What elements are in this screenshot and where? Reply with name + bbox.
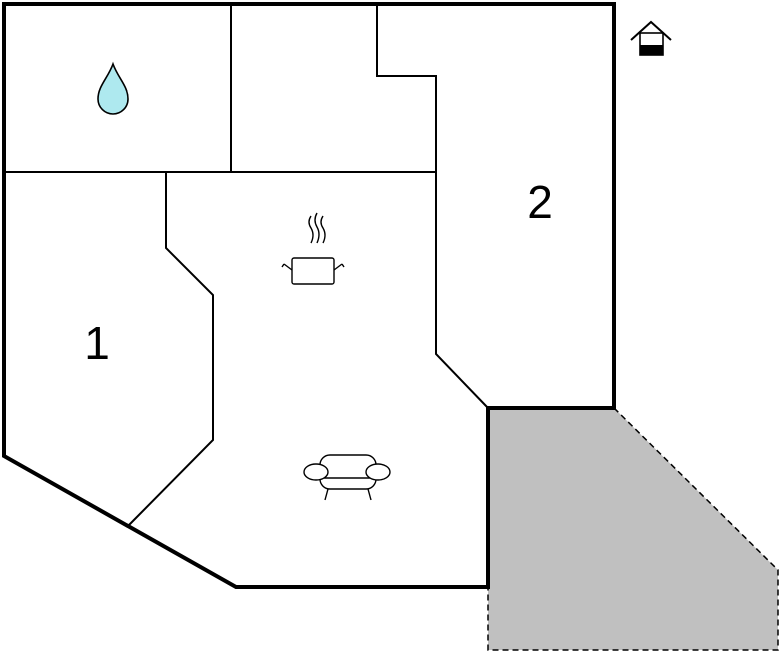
room-label-2: 2 bbox=[527, 176, 553, 228]
interior-walls bbox=[4, 4, 489, 526]
house-floor-level-icon bbox=[630, 20, 672, 56]
sofa-icon bbox=[303, 454, 391, 501]
outer-wall bbox=[1, 2, 616, 589]
room-label-1: 1 bbox=[84, 317, 110, 369]
terrace bbox=[487, 407, 779, 651]
cooking-pot-icon bbox=[281, 212, 345, 285]
water-drop-icon bbox=[97, 61, 129, 115]
